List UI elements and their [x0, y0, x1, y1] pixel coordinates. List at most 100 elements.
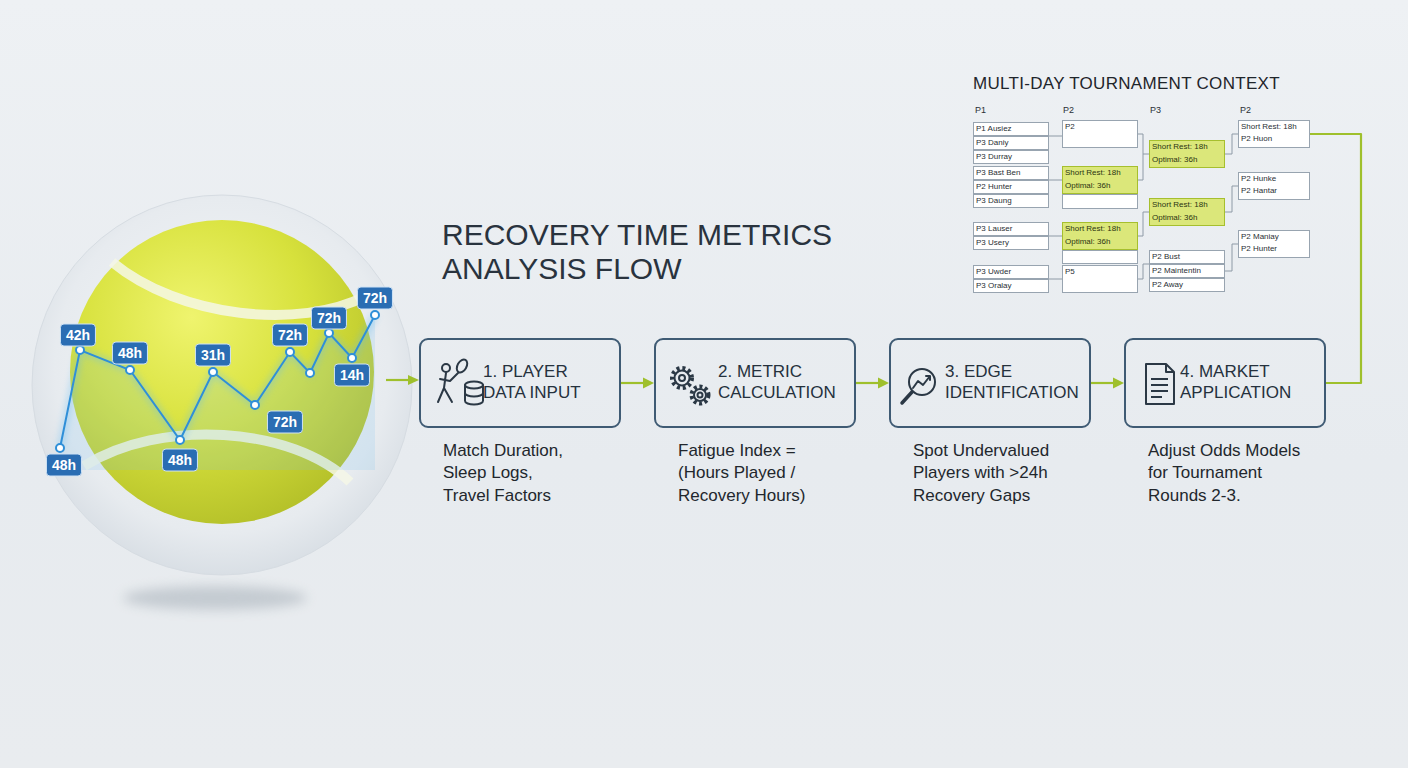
cell-text: Optimal: 36h: [1065, 180, 1135, 193]
cell-text: P2 Away: [1152, 279, 1222, 291]
cell-text: P2 Maniay: [1241, 231, 1307, 243]
column-header: P1: [975, 105, 986, 115]
step-heading: 1. PLAYER DATA INPUT: [483, 362, 611, 403]
bracket-cell: P2 Away: [1149, 278, 1225, 292]
hours-chip: 48h: [162, 449, 198, 472]
cell-text: P2 Hunter: [1241, 243, 1307, 255]
step-heading: 2. METRIC CALCULATION: [718, 362, 846, 403]
document-icon: [1146, 364, 1174, 404]
cell-text: P3 Lauser: [976, 223, 1046, 235]
process-box: 1. PLAYER DATA INPUTMatch Duration, Slee…: [419, 338, 621, 428]
bracket-cell: P3 Usery: [973, 236, 1049, 250]
step-description: Spot Undervalued Players with >24h Recov…: [913, 440, 1073, 507]
cell-text: P3 Daung: [976, 195, 1046, 207]
bracket-cell: P3 Lauser: [973, 222, 1049, 236]
bracket-cell: P3 Uwder: [973, 265, 1049, 279]
cell-text: P3 Uwder: [976, 266, 1046, 278]
bracket-cell: P2 ManiayP2 Hunter: [1238, 230, 1310, 258]
flow-connector: [1091, 378, 1124, 389]
chart-area: [60, 315, 375, 470]
bracket-cell: P3 Daniy: [973, 136, 1049, 150]
cell-text: P3 Oralay: [976, 280, 1046, 292]
process-box: 4. MARKET APPLICATIONAdjust Odds Models …: [1124, 338, 1326, 428]
column-header: P2: [1240, 105, 1251, 115]
chart-glow: [60, 315, 375, 448]
cell-text: Optimal: 36h: [1152, 212, 1222, 225]
bracket-cell: P2 Bust: [1149, 250, 1225, 264]
arrowhead: [1113, 378, 1124, 389]
hours-chip: 31h: [195, 344, 231, 367]
bracket-cell: P3 Durray: [973, 150, 1049, 164]
bracket-cell: P1 Ausiez: [973, 122, 1049, 136]
bracket-cell: P2: [1062, 120, 1138, 148]
panel-heading: MULTI-DAY TOURNAMENT CONTEXT: [973, 74, 1280, 94]
bracket-cell: P3 Daung: [973, 194, 1049, 208]
cell-text: P2 Maintentin: [1152, 265, 1222, 277]
bracket-cell: P2 HunkeP2 Hantar: [1238, 172, 1310, 200]
cell-text: P2 Bust: [1152, 251, 1222, 263]
hours-chip: 42h: [60, 324, 96, 347]
connector-line: [856, 382, 879, 384]
empty-cell: [1063, 195, 1138, 209]
cell-text: P2 Hunter: [976, 181, 1046, 193]
hours-chip: 48h: [112, 342, 148, 365]
empty-cell: [1063, 251, 1138, 264]
step-description: Adjust Odds Models for Tournament Rounds…: [1148, 440, 1318, 507]
chart-arrow: [386, 379, 409, 381]
bracket-cell: P3 Bast Ben: [973, 166, 1049, 180]
cell-text: P3 Usery: [976, 237, 1046, 249]
gears-icon: [672, 368, 709, 404]
highlight-cell: Short Rest: 18hOptimal: 36h: [1062, 166, 1138, 194]
ball-shadow: [123, 586, 307, 610]
flow-connector: [856, 378, 889, 389]
hours-chip: 72h: [357, 287, 393, 310]
arrowhead: [878, 378, 889, 389]
bracket-cell: P2 Hunter: [973, 180, 1049, 194]
highlight-cell: Short Rest: 18hOptimal: 36h: [1062, 222, 1138, 250]
step-description: Match Duration, Sleep Logs, Travel Facto…: [443, 440, 578, 507]
hours-chip: 72h: [311, 307, 347, 330]
highlight-cell: Short Rest: 18hOptimal: 36h: [1149, 198, 1225, 226]
cell-text: Short Rest: 18h: [1065, 223, 1135, 236]
arrowhead: [643, 378, 654, 389]
chart-arrowhead: [408, 375, 419, 385]
player-icon: [438, 358, 483, 405]
process-box: 2. METRIC CALCULATIONFatigue Index = (Ho…: [654, 338, 856, 428]
cell-text: P1 Ausiez: [976, 123, 1046, 135]
bracket-cell: P2 Maintentin: [1149, 264, 1225, 278]
hours-chip: 48h: [46, 454, 82, 477]
connector-line: [1310, 134, 1361, 383]
bracket-cell: Short Rest: 18hP2 Huon: [1238, 120, 1310, 148]
hours-chip: 72h: [272, 324, 308, 347]
highlight-cell: Short Rest: 18hOptimal: 36h: [1149, 140, 1225, 168]
bracket-lines: [1049, 134, 1238, 279]
process-box: 3. EDGE IDENTIFICATIONSpot Undervalued P…: [889, 338, 1091, 428]
cell-text: P2: [1065, 121, 1135, 133]
bracket-cell: P3 Oralay: [973, 279, 1049, 293]
connector-line: [1091, 382, 1114, 384]
cell-text: Optimal: 36h: [1065, 236, 1135, 249]
step-heading: 3. EDGE IDENTIFICATION: [945, 362, 1081, 403]
cell-text: P5: [1065, 266, 1135, 278]
magnifier-icon: [902, 369, 935, 403]
cell-text: P3 Daniy: [976, 137, 1046, 149]
cell-text: P2 Hunke: [1241, 173, 1307, 185]
cell-text: P3 Bast Ben: [976, 167, 1046, 179]
hours-chip: 14h: [334, 364, 370, 387]
cell-text: Short Rest: 18h: [1152, 141, 1222, 154]
diagram-title: RECOVERY TIME METRICS ANALYSIS FLOW: [442, 218, 852, 285]
connector-line: [621, 382, 644, 384]
cell-text: P2 Huon: [1241, 133, 1307, 145]
flow-connector: [1310, 134, 1361, 383]
cell-text: Short Rest: 18h: [1065, 167, 1135, 180]
step-heading: 4. MARKET APPLICATION: [1180, 362, 1316, 403]
flow-connector: [621, 378, 654, 389]
hours-chip: 72h: [267, 411, 303, 434]
cell-text: Short Rest: 18h: [1241, 121, 1307, 133]
chart-dots: [56, 311, 379, 452]
step-description: Fatigue Index = (Hours Played / Recovery…: [678, 440, 813, 507]
cell-text: P2 Hantar: [1241, 185, 1307, 197]
bracket-cell: P5: [1062, 265, 1138, 293]
halo: [32, 195, 412, 575]
